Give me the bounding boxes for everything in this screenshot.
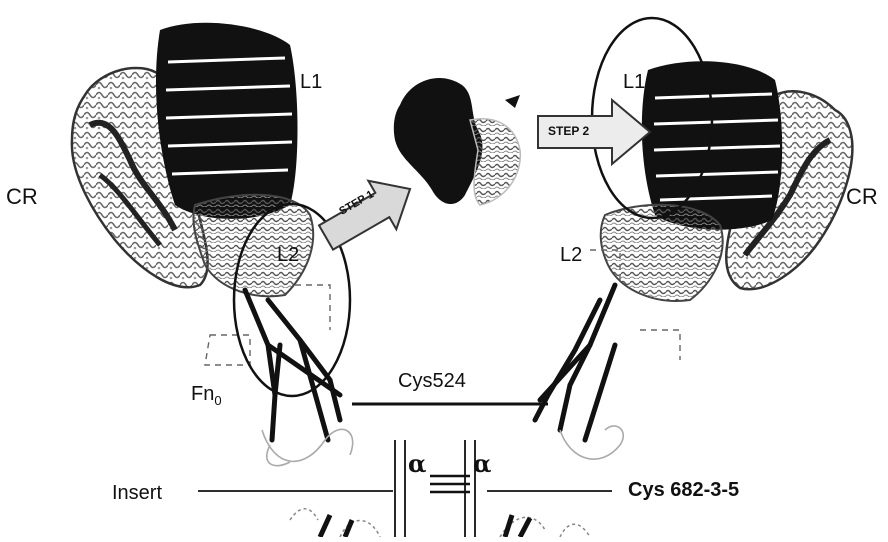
label-step2: STEP 2 [548,125,589,137]
left-fn0-strands [245,290,340,440]
lower-faint-loops [290,509,590,537]
label-fn0-sub: 0 [214,393,221,408]
label-cr-left: CR [6,186,38,208]
label-l2-left: L2 [277,245,299,265]
label-l1-right: L1 [623,72,645,92]
label-insert: Insert [112,483,162,503]
left-lower-domain-faint [262,429,353,465]
label-alpha-left: α [408,452,426,476]
ligand [394,78,521,205]
label-fn0-main: Fn [191,383,214,405]
left-l1-domain [156,23,298,219]
label-cr-right: CR [846,186,878,208]
insert-region [198,440,612,537]
label-alpha-right: α [473,452,491,476]
right-l2-domain [601,205,723,301]
label-fn0: Fn0 [191,384,222,407]
step1-arrow [312,165,424,262]
label-l1-left: L1 [300,72,322,92]
right-lower-domain-faint [560,426,623,459]
lower-dark-strands [320,515,530,537]
label-l2-right: L2 [560,245,582,265]
right-fn0-strands [535,285,615,440]
label-cys682: Cys 682-3-5 [628,480,739,500]
label-cys524: Cys524 [398,371,466,391]
